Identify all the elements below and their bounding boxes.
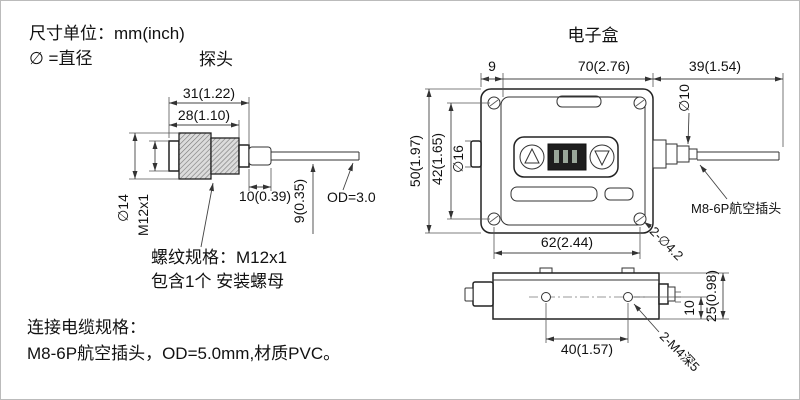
connector-back-cap [238, 144, 250, 168]
side-plug-base [658, 283, 669, 305]
side-gland [472, 281, 494, 307]
plug-diameter-dim: ∅10 [676, 84, 692, 112]
mount-holes-dim: 2-∅4.2 [647, 224, 687, 264]
box-top-view: 电子盒 [407, 26, 784, 264]
box-inner-cover [500, 96, 646, 226]
plug-length-dim: 39(1.54) [689, 58, 741, 74]
connector-body [210, 137, 240, 175]
probe-total-length-dim: 31(1.22) [183, 85, 235, 101]
plug-step [665, 143, 678, 165]
bottom-slot [604, 187, 634, 201]
leader-line [633, 303, 660, 333]
screw-slot [635, 99, 645, 107]
nut-diameter-dim: ∅14 [115, 194, 131, 222]
down-arrow-icon [594, 150, 610, 167]
cable-od-dim: OD=3.0 [327, 189, 376, 205]
left-cable-gland [470, 140, 482, 168]
leader-line [342, 162, 354, 191]
plug-neck [688, 148, 698, 160]
top-vent-slot [556, 95, 602, 108]
screw-hole [541, 292, 551, 302]
side-gland-cap [464, 287, 474, 302]
m8-plug [652, 139, 780, 169]
probe-boot-length-dim: 10(0.39) [239, 188, 291, 204]
cable-spec-detail: M8-6P航空插头，OD=5.0mm,材质PVC。 [27, 344, 340, 363]
box-width-dim: 70(2.76) [578, 58, 630, 74]
probe-view: 探头 31(1.22) 28(1.10) 10(0.39) 9(0.35) OD… [115, 50, 376, 291]
probe-title: 探头 [199, 50, 233, 69]
plug-barrel [676, 145, 690, 163]
display-digit [554, 150, 559, 163]
side-plug-barrel [667, 286, 676, 302]
thread-spec-note-line1: 螺纹规格：M12x1 [151, 248, 287, 267]
side-screw-holes-dim: 2-M4深5 [657, 329, 703, 375]
box-offset-dim: 9 [488, 58, 496, 74]
screw-slot [489, 215, 499, 223]
side-hole-spacing-dim: 40(1.57) [561, 341, 613, 357]
cable-spec-title: 连接电缆规格： [27, 318, 146, 337]
thread-spec-note-line2: 包含1个 安装螺母 [151, 272, 284, 291]
screw-spacing-dim: 42(1.65) [429, 133, 445, 185]
hole-spacing-dim: 62(2.44) [541, 234, 593, 250]
screw-hole [623, 292, 633, 302]
connector-face [168, 140, 180, 172]
diameter-note: ∅ =直径 [29, 49, 92, 68]
hole-to-base-dim: 10 [681, 300, 697, 316]
display-digit [572, 150, 577, 163]
gland-diameter-dim: ∅16 [450, 145, 466, 173]
plug-type-label: M8-6P航空插头 [691, 201, 781, 216]
box-height-dim: 50(1.97) [407, 135, 423, 187]
leader-line [685, 112, 691, 145]
leader-line [200, 182, 214, 248]
probe-boot-height-dim: 9(0.35) [291, 179, 307, 223]
box-title: 电子盒 [568, 26, 619, 45]
leader-line [643, 221, 652, 229]
side-height-dim: 25(0.98) [703, 270, 719, 322]
screw-slot [489, 99, 499, 107]
unit-note: 尺寸单位：mm(inch) [29, 24, 185, 43]
display-digit [563, 150, 568, 163]
plug-nut [652, 139, 667, 169]
label-recess [510, 186, 598, 202]
thread-size-dim: M12x1 [135, 194, 151, 236]
up-arrow-icon [524, 147, 540, 164]
knurled-nut [178, 132, 212, 180]
box-side-view: 40(1.57) 10 25(0.98) 2-M4深5 [464, 267, 729, 375]
cable-boot [248, 146, 272, 166]
leader-line [699, 164, 728, 200]
general-notes: 尺寸单位：mm(inch) ∅ =直径 连接电缆规格： M8-6P航空插头，OD… [27, 24, 340, 363]
screw-slot [635, 215, 645, 223]
probe-thread-length-dim: 28(1.10) [178, 107, 230, 123]
